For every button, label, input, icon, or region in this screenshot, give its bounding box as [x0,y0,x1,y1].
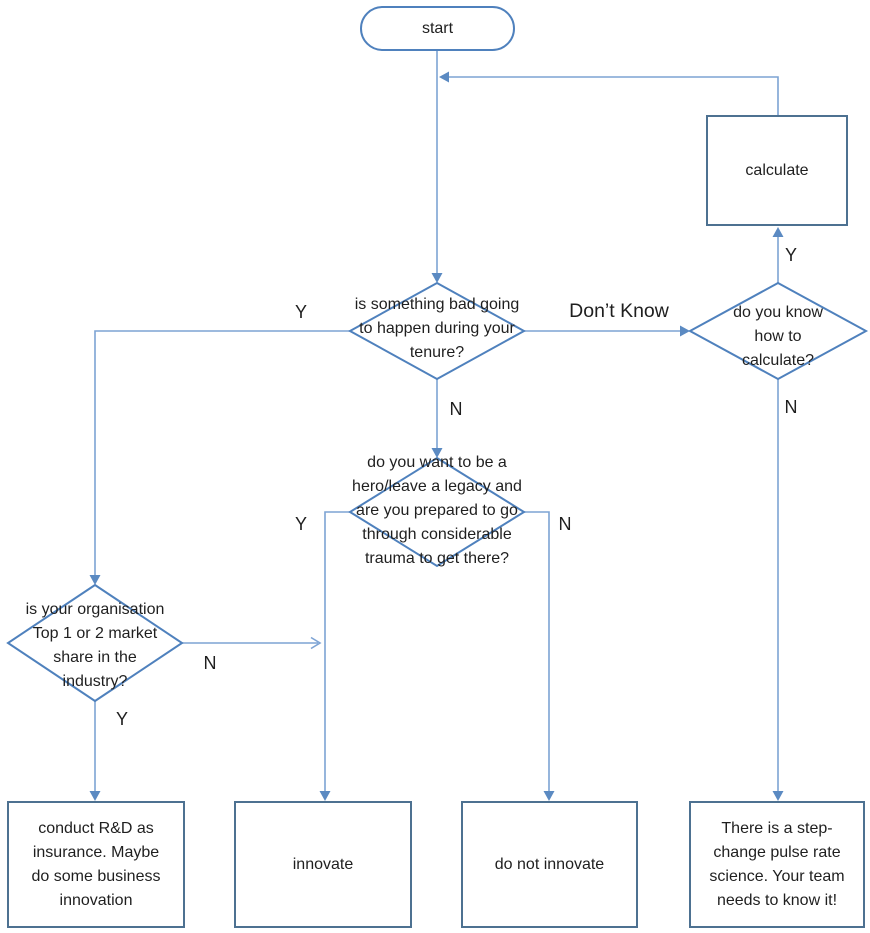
edge-label-org-no: N [203,653,217,673]
calculate-box: calculate [706,115,848,226]
edge-label-dont-know: Don’t Know [569,300,669,322]
edge-label-tenure-yes: Y [294,302,308,322]
do-not-innovate-label: do not innovate [494,855,605,873]
box-conduct-rd: conduct R&D as insurance. Maybe do some … [7,801,185,928]
connector-hero-yes [319,511,350,801]
box-step-change: There is a step- change pulse rate scien… [689,801,865,928]
connector-org-yes [89,701,101,801]
edge-label-hero-no: N [558,514,572,534]
decision-market-share-shape [6,583,184,703]
decision-hero-legacy-label: do you want to be a hero/leave a legacy … [352,454,522,567]
decision-something-bad-shape [347,281,527,381]
start-label: start [421,19,454,37]
decision-market-share: is your organisation Top 1 or 2 market s… [3,598,187,694]
box-do-not-innovate: do not innovate [461,801,638,928]
connector-know-no [772,379,784,801]
innovate-label: innovate [292,855,354,873]
decision-know-how-to-calculate: do you know how to calculate? [713,301,843,373]
start-node: start [360,6,515,51]
edge-label-know-yes: Y [784,245,798,265]
edge-label-org-yes: Y [115,709,129,729]
decision-know-how-to-calculate-shape [687,281,869,381]
calculate-label: calculate [745,161,809,179]
connector-know-yes [772,227,784,283]
connector-hero-no [524,511,555,801]
conduct-rd-label: conduct R&D as insurance. Maybe do some … [31,819,161,909]
decision-something-bad: is something bad going to happen during … [332,293,542,365]
decision-know-how-to-calculate-label: do you know how to calculate? [733,304,823,369]
connector-tenure-yes [89,330,350,585]
decision-something-bad-label: is something bad going to happen during … [354,296,520,361]
box-innovate: innovate [234,801,412,928]
edge-label-know-no: N [784,397,798,417]
edge-label-tenure-no: N [449,399,463,419]
connector-org-no [182,636,322,650]
connector-start-to-tenure [431,50,443,283]
edge-label-hero-yes: Y [294,514,308,534]
connector-tenure-dont-know [524,325,690,337]
decision-market-share-label: is your organisation Top 1 or 2 market s… [25,601,165,690]
step-change-label: There is a step- change pulse rate scien… [709,819,845,909]
decision-hero-legacy: do you want to be a hero/leave a legacy … [327,451,547,571]
decision-hero-legacy-shape [348,456,526,568]
connector-tenure-no [431,379,443,458]
connector-calculate-return [439,71,779,115]
